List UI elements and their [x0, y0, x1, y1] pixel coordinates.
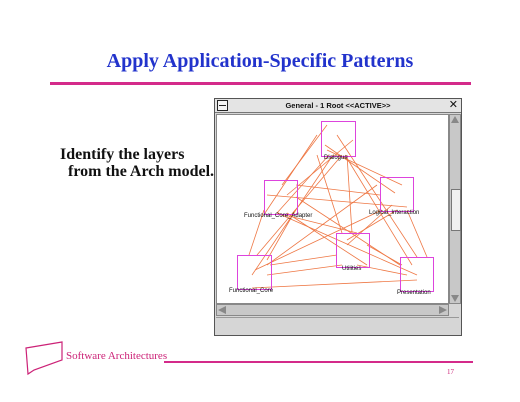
edge-line [286, 212, 368, 266]
scroll-down-icon[interactable] [451, 295, 459, 302]
page-number: 17 [447, 368, 454, 376]
bullet-text: Identify the layers from the Arch model. [60, 146, 215, 180]
edge-line [406, 209, 428, 258]
diagram-edges [248, 124, 428, 289]
node-functional-core[interactable] [237, 255, 272, 290]
node-logical-interaction[interactable] [380, 177, 414, 212]
edge-line [266, 184, 378, 266]
edge-line [366, 244, 403, 266]
window-titlebar[interactable]: General - 1 Root <<ACTIVE>> ✕ [215, 99, 461, 113]
edge-line [266, 264, 343, 276]
node-functional-core-adapter[interactable] [264, 180, 298, 215]
horizontal-scrollbar[interactable] [216, 304, 449, 316]
window-title: General - 1 Root <<ACTIVE>> [285, 101, 391, 110]
slide-title: Apply Application-Specific Patterns [106, 50, 414, 72]
node-presentation[interactable] [400, 257, 434, 292]
close-icon[interactable]: ✕ [448, 99, 458, 111]
node-dialogue[interactable] [321, 121, 356, 157]
edge-line [266, 210, 296, 261]
edge-line [356, 264, 408, 276]
scroll-left-icon[interactable] [218, 306, 226, 314]
node-label-presentation: Presentation [397, 290, 431, 296]
edge-line [295, 184, 381, 196]
diagram-window: General - 1 Root <<ACTIVE>> ✕ Dialogue F… [214, 98, 462, 336]
node-label-functional-core-adapter: Functional_Core_Adapter [244, 213, 313, 219]
node-label-logical-interaction: Logical_Interaction [369, 210, 420, 216]
footer-text: Software Architectures [66, 350, 168, 362]
edge-line [346, 209, 398, 241]
edge-line [281, 124, 328, 186]
edge-line [346, 154, 353, 234]
edge-line [251, 279, 418, 289]
title-rule [50, 82, 471, 85]
node-label-functional-core: Functional_Core [229, 288, 274, 294]
scroll-up-icon[interactable] [451, 116, 459, 123]
edge-line [276, 212, 358, 234]
edge-line [254, 209, 383, 271]
scroll-right-icon[interactable] [439, 306, 447, 314]
edge-line [344, 154, 413, 266]
edge-line [248, 209, 265, 256]
edge-line [286, 139, 354, 196]
edge-line [336, 134, 418, 258]
edge-line [269, 254, 338, 266]
edge-line [266, 194, 408, 208]
footer-logo-icon [25, 341, 63, 376]
vertical-scrollbar[interactable] [449, 114, 461, 304]
footer-rule [164, 361, 473, 363]
vertical-scroll-thumb[interactable] [451, 189, 461, 231]
edge-line [326, 149, 403, 186]
status-bar [216, 317, 459, 334]
node-label-utilities: Utilities [342, 266, 362, 272]
edge-line [264, 134, 318, 214]
window-menu-icon[interactable] [217, 100, 228, 111]
diagram-canvas[interactable]: Dialogue Functional_Core_Adapter Logical… [216, 114, 449, 304]
edge-line [324, 144, 396, 194]
node-utilities[interactable] [336, 233, 370, 268]
node-label-dialogue: Dialogue [324, 155, 348, 161]
edge-line [316, 154, 343, 234]
edge-line [276, 212, 418, 276]
